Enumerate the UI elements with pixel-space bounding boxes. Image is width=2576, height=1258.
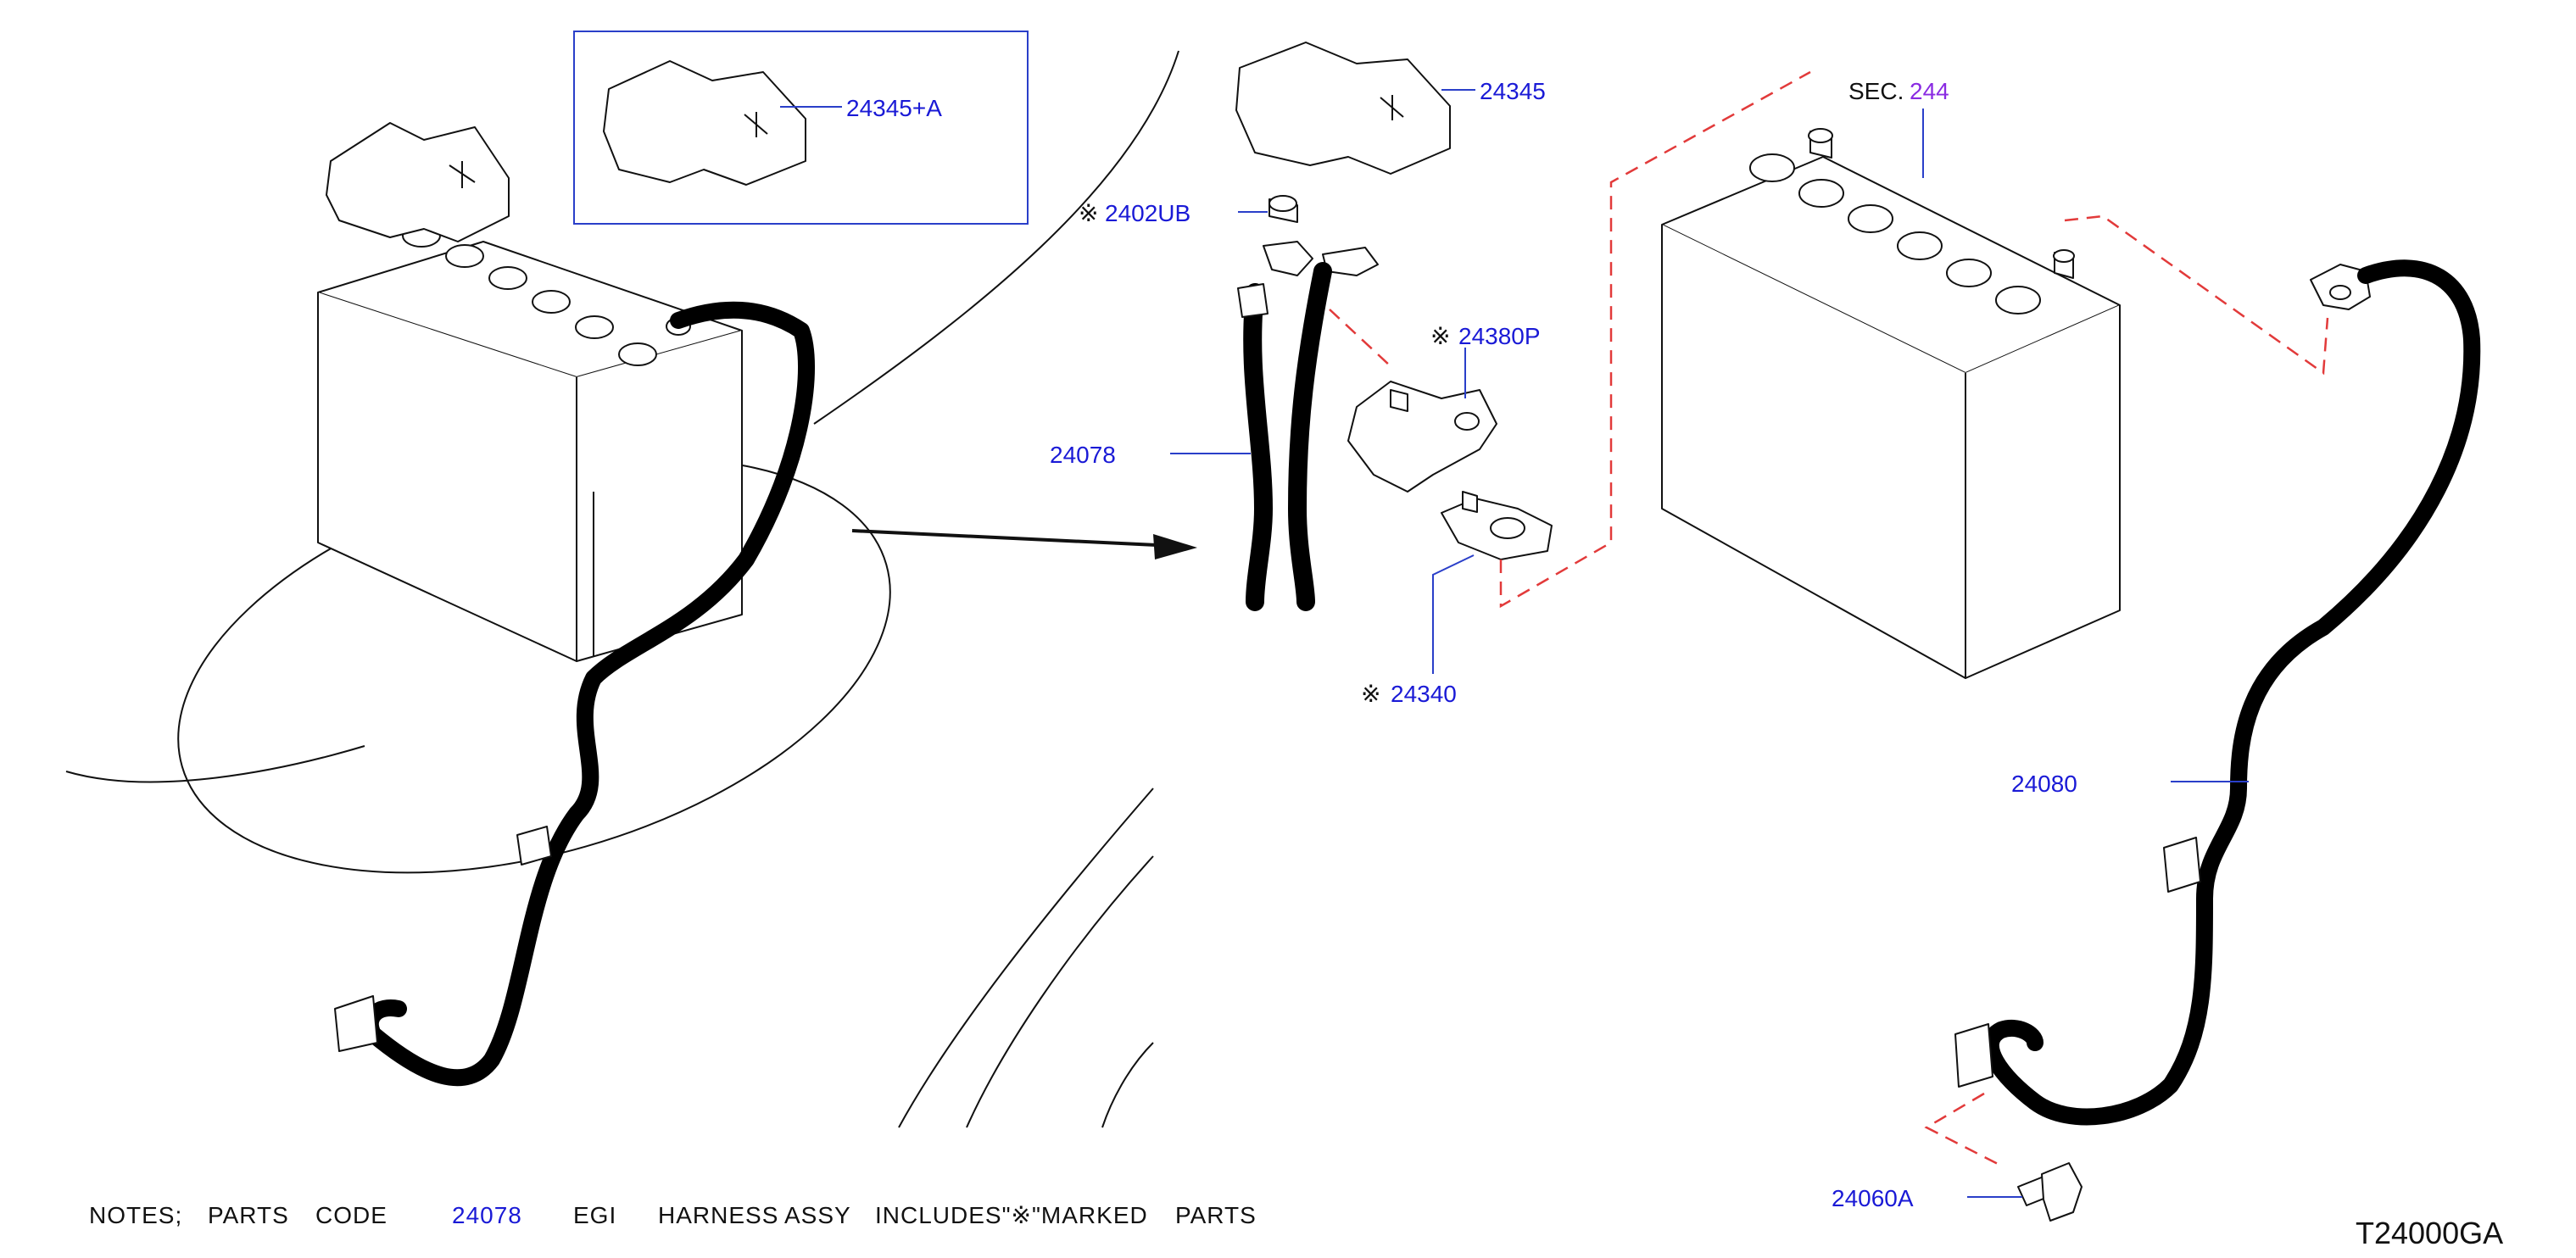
- assembly-guide-dashed: [2064, 214, 2329, 376]
- assembly-guide-dashed: [1499, 70, 1811, 609]
- detail-arrow: [851, 529, 1175, 548]
- section-reference-244[interactable]: 244: [1910, 78, 1949, 104]
- callout-24345[interactable]: 24345: [1480, 78, 1546, 104]
- diagram-code: T24000GA: [2356, 1216, 2503, 1250]
- bolt-24060A: 24060A: [1832, 1092, 2083, 1222]
- notes-word: EGI: [573, 1202, 616, 1228]
- wheel-arch-curve: [898, 788, 1154, 1128]
- section-label: SEC.: [1848, 78, 1904, 104]
- marker-2402UB: ※: [1079, 200, 1098, 226]
- callout-2402UB[interactable]: 2402UB: [1105, 200, 1190, 226]
- notes-line: NOTES; PARTS CODE 24078 EGI HARNESS ASSY…: [89, 1202, 1257, 1228]
- cable-clip: [2163, 837, 2201, 893]
- harness-wire: [1287, 262, 1332, 611]
- callout-24340[interactable]: 24340: [1391, 681, 1457, 707]
- callout-24080[interactable]: 24080: [2011, 771, 2077, 797]
- notes-word: HARNESS: [658, 1202, 778, 1228]
- cable-clip: [1954, 1023, 1993, 1088]
- terminal-cover-a: [603, 60, 806, 186]
- harness-lug: [1263, 241, 1313, 276]
- notes-word: PARTS: [208, 1202, 289, 1228]
- harness-end: [1237, 283, 1268, 318]
- right-cable-24080: 24080: [1954, 259, 2481, 1126]
- left-battery: [317, 122, 743, 662]
- body-outline-curve: [813, 50, 1179, 425]
- marker-24380P: ※: [1430, 323, 1450, 349]
- notes-word: ASSY: [784, 1202, 851, 1228]
- callout-24060A[interactable]: 24060A: [1832, 1185, 1914, 1211]
- center-detail: 24345 ※ 2402UB 24078 ※ 24380P ※ 24340: [1050, 42, 1811, 707]
- wheel-arch-curve: [1101, 1042, 1154, 1128]
- notes-code-value[interactable]: 24078: [452, 1202, 522, 1228]
- callout-24380P[interactable]: 24380P: [1458, 323, 1541, 349]
- notes-word: PARTS: [1175, 1202, 1257, 1228]
- right-battery: SEC. 244: [1661, 78, 2329, 679]
- detail-arrow-head: [1153, 534, 1197, 559]
- vehicle-context: [65, 50, 1197, 1128]
- notes-word: INCLUDES"※"MARKED: [875, 1202, 1148, 1228]
- fuse-block: [1347, 381, 1497, 493]
- notes-word: CODE: [315, 1202, 388, 1228]
- wheel-arch-curve: [966, 855, 1154, 1128]
- bolt-head: [2041, 1162, 2083, 1222]
- cable-clip: [516, 826, 552, 866]
- callout-24345-a[interactable]: 24345+A: [846, 95, 942, 121]
- left-battery-cable: [361, 301, 815, 1087]
- marker-24340: ※: [1361, 681, 1380, 707]
- notes-prefix: NOTES;: [89, 1202, 182, 1228]
- assembly-guide-dashed: [1924, 1092, 2002, 1167]
- battery-cable: [1982, 259, 2481, 1126]
- assembly-guide-dashed: [1329, 309, 1391, 367]
- body-outline-curve: [65, 745, 365, 783]
- cable-clip: [334, 995, 378, 1052]
- inset-box-24345A: 24345+A: [573, 31, 1029, 225]
- harness-wire: [1243, 283, 1274, 611]
- callout-24078[interactable]: 24078: [1050, 442, 1116, 468]
- terminal-cover: [1235, 42, 1451, 175]
